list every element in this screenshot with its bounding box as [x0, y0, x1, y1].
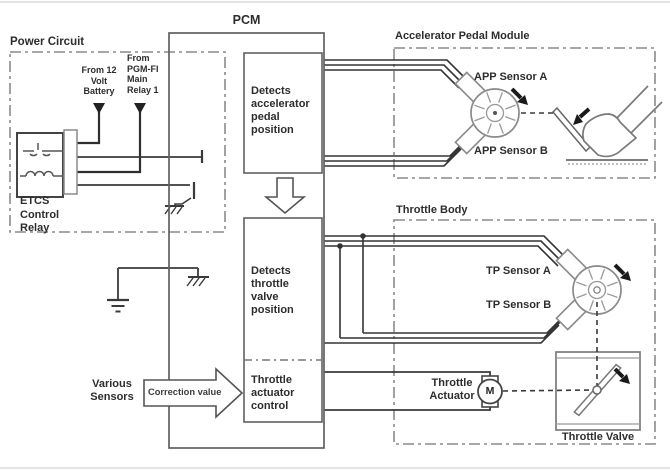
accelerator-pedal-module-border: [393, 47, 656, 179]
app-sensor-dial-icon: [470, 88, 520, 138]
throttle-actuator-label: Throttle Actuator: [429, 377, 475, 402]
flow-down-arrow-icon: [263, 177, 307, 215]
pcm-box: [168, 32, 325, 449]
earth-ground-icon: [107, 298, 129, 313]
pcm-accel-function-box: [243, 52, 323, 174]
detects-throttle-valve-label: Detects throttle valve position: [251, 265, 294, 316]
pcm-throttle-function-box: [243, 217, 323, 423]
throttle-valve-label: Throttle Valve: [561, 431, 635, 443]
app-sensor-a-wires: [324, 59, 466, 89]
detects-accel-pedal-label: Detects accelerator pedal position: [251, 85, 310, 136]
valve-rotation-arrow-icon: [613, 367, 630, 384]
etcs-control-relay-label: ETCS Control Relay: [20, 195, 60, 234]
accelerator-pedal-module-title: Accelerator Pedal Module: [395, 30, 530, 42]
power-circuit-border: [9, 51, 226, 233]
power-circuit-title: Power Circuit: [10, 36, 85, 48]
junction-dot: [360, 233, 366, 239]
from-pgmfi-label: From PGM-FI Main Relay 1: [127, 53, 159, 95]
accelerator-pedal-icon: [551, 85, 663, 165]
battery-feed-wire: [77, 112, 142, 174]
tp-sensor-b-wires: [324, 316, 564, 344]
chassis-ground-icon: [186, 276, 209, 287]
relay-output-wires: [77, 156, 202, 186]
tp-rotation-arrow-icon: [613, 263, 631, 281]
valve-pivot: [592, 385, 602, 395]
app-sensor-b-wires: [324, 139, 467, 167]
throttle-actuator-control-label: Throttle actuator control: [251, 374, 295, 412]
motor-icon: [477, 375, 503, 408]
from-battery-label: From 12 Volt Battery: [81, 65, 117, 96]
pgmfi-flow-arrow-icon: [134, 103, 146, 114]
battery-flow-arrow-icon: [93, 103, 105, 114]
etcs-control-relay-icon: [16, 129, 78, 198]
app-sensor-a-label: APP Sensor A: [474, 71, 548, 83]
tp-sensor-b-label: TP Sensor B: [486, 299, 552, 311]
app-sensor-b-label: APP Sensor B: [474, 145, 548, 157]
various-sensors-label: Various Sensors: [90, 378, 134, 403]
correction-value-label: Correction value: [148, 387, 222, 397]
tp-sensor-dial-icon: [572, 265, 622, 315]
throttle-body-border: [393, 219, 656, 445]
tp-sensor-a-wires: [324, 235, 565, 267]
pcm-ground-wire: [117, 267, 199, 299]
actuator-valve-link-dashed: [502, 389, 593, 392]
tp-sensor-a-label: TP Sensor A: [486, 265, 551, 277]
app-rotation-arrow-icon: [510, 87, 528, 105]
throttle-body-title: Throttle Body: [396, 204, 468, 216]
tp-shared-supply-links: [339, 236, 364, 338]
pcm-title: PCM: [232, 13, 261, 27]
motor-m-label: M: [485, 385, 495, 397]
correction-value-arrow-icon: [143, 367, 244, 419]
junction-dot: [337, 243, 343, 249]
